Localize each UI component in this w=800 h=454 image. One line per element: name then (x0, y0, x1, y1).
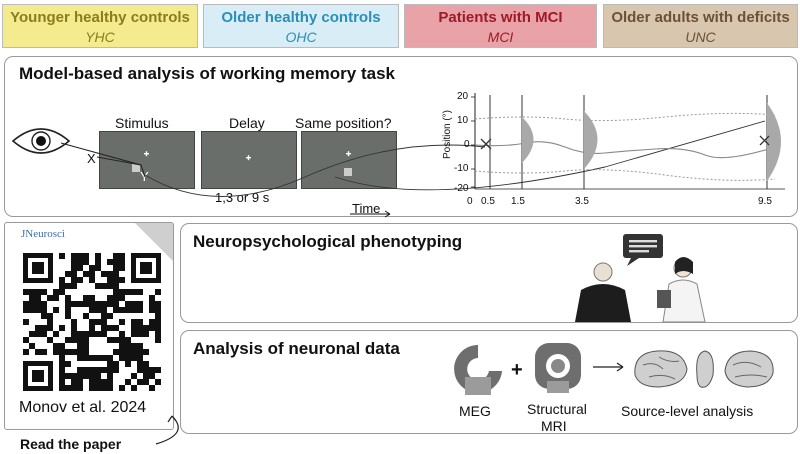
group-unc-abbr: UNC (685, 28, 716, 45)
y-tick-minus10: -10 (454, 163, 469, 174)
group-yhc-abbr: YHC (85, 28, 115, 45)
meg-icon (454, 345, 502, 395)
group-ohc-title: Older healthy controls (221, 9, 381, 26)
group-mci-title: Patients with MCI (438, 9, 563, 26)
x-tick-0-5: 0.5 (481, 196, 495, 207)
page-corner-icon (135, 223, 173, 261)
model-title: Model-based analysis of working memory t… (19, 64, 396, 83)
source-level-label: Source-level analysis (621, 403, 754, 419)
y-tick-20: 20 (457, 91, 469, 102)
arrow-right-icon (593, 362, 624, 372)
group-yhc: Younger healthy controls YHC (2, 4, 198, 48)
mri-label-line-2: MRI (541, 418, 567, 434)
group-ohc-abbr: OHC (285, 28, 317, 45)
mri-scanner-icon (535, 343, 581, 393)
neuro-title: Neuropsychological phenotyping (193, 232, 463, 251)
y-tick-0: 0 (464, 139, 470, 150)
neuro-panel: Neuropsychological phenotyping (180, 223, 798, 323)
plus-sign: + (511, 359, 523, 381)
clinician-patient-icon (575, 234, 706, 323)
eye-icon (11, 128, 71, 154)
x-tick-0: 0 (467, 196, 473, 207)
neuronal-title: Analysis of neuronal data (193, 339, 400, 358)
mri-label-line-1: Structural (527, 401, 587, 417)
position-plot (471, 93, 785, 190)
meg-label: MEG (459, 403, 491, 419)
y-tick-minus20: -20 (454, 183, 469, 194)
group-ohc: Older healthy controls OHC (203, 4, 399, 48)
group-unc: Older adults with deficits UNC (603, 4, 798, 48)
x-label: X (87, 151, 96, 166)
x-tick-9-5: 9.5 (758, 196, 772, 207)
brain-icon (634, 350, 774, 388)
time-label: Time (352, 201, 381, 216)
delay-values: 1,3 or 9 s (215, 190, 270, 205)
y-tick-10: 10 (457, 115, 469, 126)
paper-panel[interactable]: JNeurosci Monov et al. 2024 (4, 222, 174, 430)
neuronal-panel: Analysis of neuronal data MEG + Structur… (180, 330, 798, 434)
same-position-label: Same position? (295, 115, 392, 131)
delay-label: Delay (229, 115, 265, 131)
group-mci-abbr: MCI (487, 28, 514, 45)
group-mci: Patients with MCI MCI (404, 4, 597, 48)
x-tick-1-5: 1.5 (511, 196, 525, 207)
group-yhc-title: Younger healthy controls (10, 9, 190, 26)
stimulus-label: Stimulus (115, 115, 169, 131)
citation: Monov et al. 2024 (19, 399, 147, 416)
task-overlay (60, 120, 766, 218)
journal-name: JNeurosci (21, 228, 65, 240)
group-unc-title: Older adults with deficits (611, 9, 790, 26)
curved-arrow-icon (155, 415, 179, 445)
model-panel: Model-based analysis of working memory t… (4, 56, 798, 218)
qr-code-icon[interactable] (21, 251, 163, 393)
x-tick-3-5: 3.5 (575, 196, 589, 207)
read-paper-label[interactable]: Read the paper (20, 436, 122, 452)
